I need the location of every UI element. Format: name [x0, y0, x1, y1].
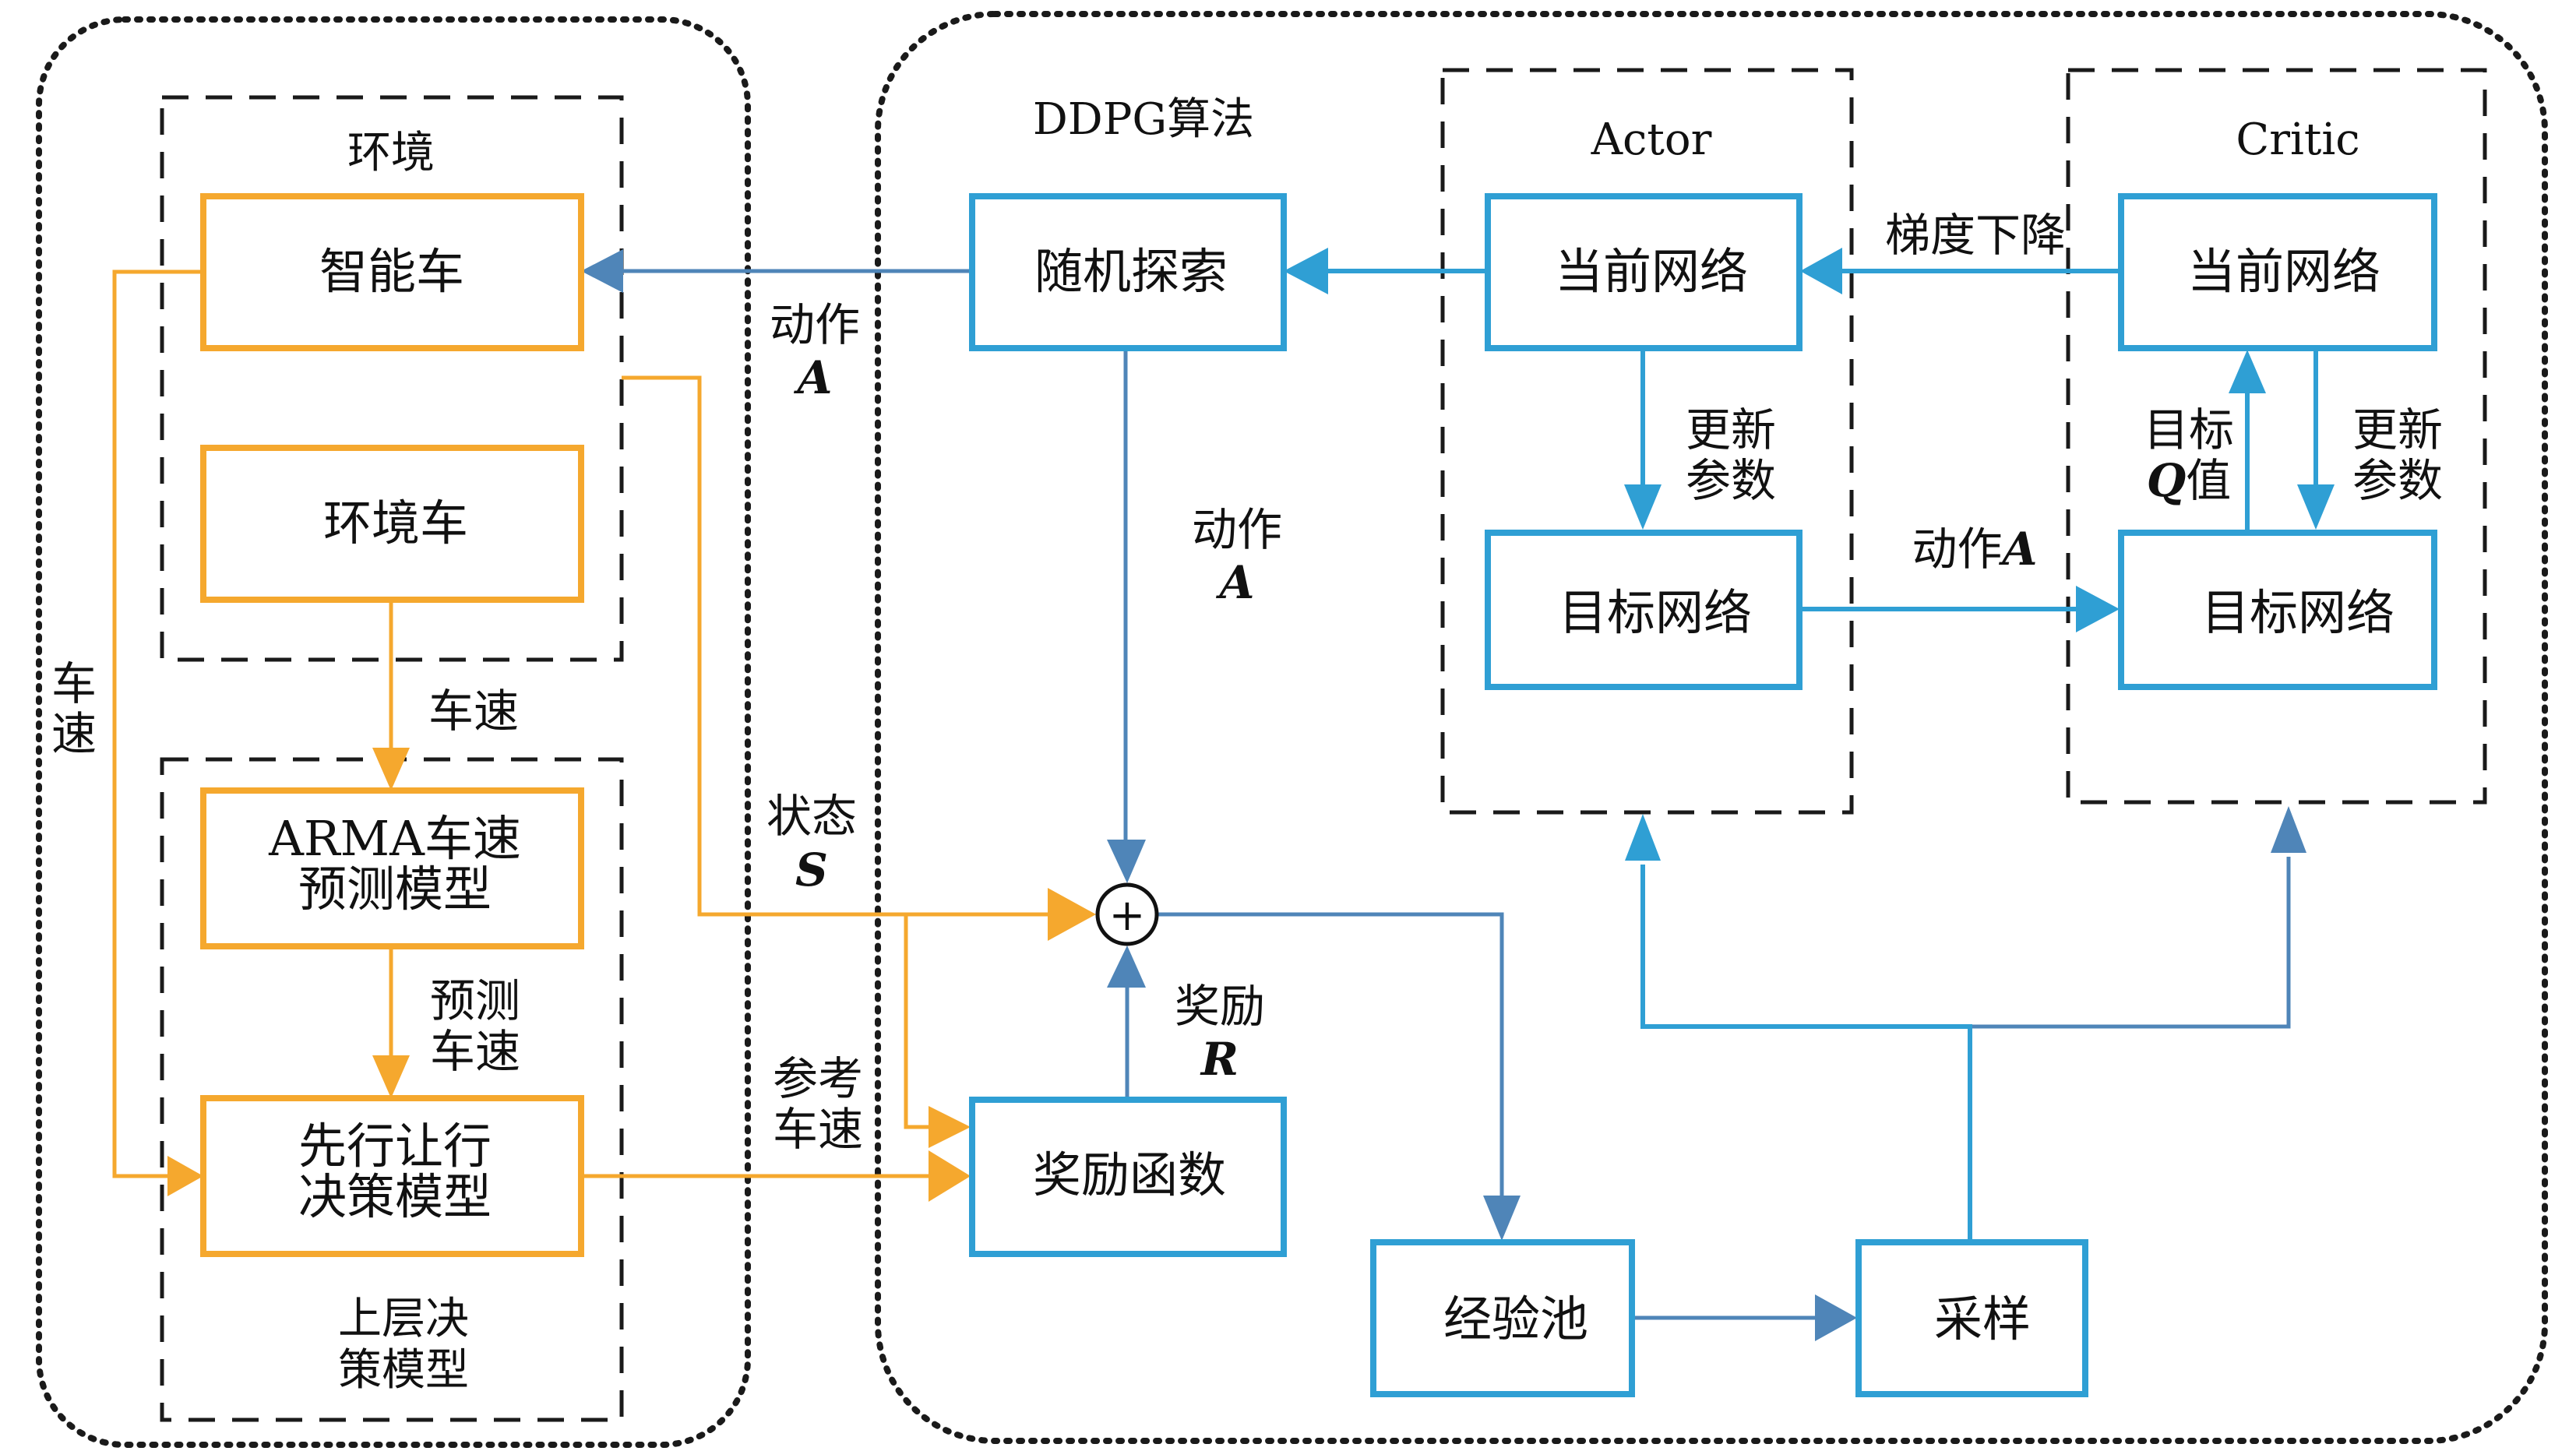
- steel-blue-connectors: [619, 269, 2291, 1320]
- reference-speed-label-2: 车速: [773, 1103, 863, 1156]
- critic-group: [2066, 68, 2487, 805]
- speed-label: 车速: [428, 685, 519, 738]
- reference-speed-label-1: 参考: [773, 1052, 863, 1105]
- action-label-left-var: A: [793, 351, 832, 404]
- arrowhead-into-pool: [1483, 1196, 1521, 1241]
- left-speed-label-1: 车: [51, 657, 97, 710]
- random-explore-label: 随机探索: [1034, 243, 1228, 300]
- actor-title: Actor: [1591, 114, 1712, 165]
- target-q-label-2: Q值: [2147, 454, 2232, 507]
- arrowhead-into-explore: [1284, 248, 1328, 294]
- env-car-label: 环境车: [323, 495, 468, 551]
- sampling-box[interactable]: [1855, 1239, 2088, 1397]
- left-speed-label-2: 速: [51, 707, 97, 760]
- arrowhead-into-arma: [372, 748, 410, 791]
- orange-connectors: [112, 269, 1048, 1178]
- critic-current-label: 当前网络: [2187, 243, 2380, 300]
- smart-car-box[interactable]: [200, 193, 584, 351]
- arrowhead-into-critic-target: [2076, 586, 2120, 632]
- critic-target-box[interactable]: [2118, 530, 2437, 690]
- replay-pool-box[interactable]: [1370, 1239, 1635, 1397]
- arrowhead-into-reward-bottom: [929, 1150, 971, 1202]
- arrowhead-into-actor-target: [1624, 484, 1662, 530]
- orange-arrowheads: [167, 748, 1096, 1202]
- sampling-label: 采样: [1934, 1291, 2031, 1347]
- actor-current-label: 当前网络: [1555, 243, 1748, 300]
- environment-group: [160, 95, 624, 662]
- reward-label: 奖励: [1175, 980, 1265, 1033]
- connector-sampling-to-actor: [1640, 865, 1972, 1247]
- arrowhead-into-smart-car: [581, 249, 623, 293]
- arrowhead-sum-bottom: [1107, 946, 1146, 988]
- action-label-right-var: A: [1999, 523, 2038, 576]
- arma-label-line1: ARMA车速: [268, 810, 521, 867]
- critic-update-label-1: 更新: [2352, 403, 2443, 456]
- actor-current-box[interactable]: [1485, 193, 1802, 351]
- action-label-right: 动作A: [1912, 523, 2037, 576]
- arrowhead-into-critic-current: [2229, 350, 2266, 393]
- action-label-mid-var: A: [1215, 556, 1254, 609]
- arrowhead-into-critic-group: [2271, 806, 2306, 853]
- arrowhead-into-actor-group: [1625, 814, 1661, 861]
- state-label-var: S: [795, 843, 828, 896]
- critic-current-box[interactable]: [2118, 193, 2437, 351]
- actor-target-box[interactable]: [1485, 530, 1802, 690]
- yield-label-line1: 先行让行: [298, 1118, 492, 1175]
- summing-junction-plus: +: [1109, 890, 1146, 941]
- connector-smart-car-speed: [112, 269, 203, 1178]
- arrowhead-into-sum: [1048, 888, 1096, 941]
- arma-box[interactable]: [200, 787, 584, 949]
- actor-update-label-1: 更新: [1686, 403, 1776, 456]
- gradient-descent-label: 梯度下降: [1885, 209, 2066, 262]
- connector-sampling-to-critic: [1970, 857, 2291, 1029]
- arrowhead-sum-top: [1107, 840, 1146, 883]
- arrowhead-into-sampling: [1815, 1294, 1857, 1341]
- action-label-right-text: 动作: [1912, 523, 2002, 576]
- action-label-left: 动作: [770, 298, 860, 351]
- replay-pool-label: 经验池: [1443, 1291, 1588, 1347]
- steel-blue-arrowheads: [581, 249, 2306, 1341]
- ddpg-title: DDPG算法: [1033, 94, 1254, 145]
- arrowhead-into-yield: [167, 1156, 203, 1196]
- env-car-box[interactable]: [200, 445, 584, 603]
- summing-junction: [1095, 882, 1159, 946]
- arrowhead-critic-update: [2297, 484, 2335, 530]
- left-module-frame: [36, 16, 751, 1448]
- reward-function-box[interactable]: [969, 1097, 1287, 1257]
- connector-state: [622, 375, 1048, 917]
- critic-title: Critic: [2236, 114, 2359, 165]
- reward-label-var: R: [1200, 1033, 1239, 1086]
- critic-target-label: 目标网络: [2201, 584, 2395, 641]
- arrowhead-into-actor-current: [1800, 248, 1842, 294]
- arma-label-line2: 预测模型: [298, 861, 492, 917]
- ddpg-module-frame: [875, 11, 2548, 1444]
- arrowhead-into-reward-top: [929, 1106, 971, 1148]
- smart-car-label: 智能车: [319, 243, 464, 300]
- yield-label-line2: 决策模型: [298, 1168, 492, 1225]
- blue-arrowheads: [1284, 248, 2335, 861]
- action-label-mid: 动作: [1192, 503, 1282, 556]
- yield-decision-box[interactable]: [200, 1095, 584, 1257]
- connector-sum-to-pool: [1158, 912, 1504, 1196]
- connector-state-to-reward: [904, 914, 931, 1129]
- actor-update-label-2: 参数: [1686, 454, 1776, 507]
- reward-function-label: 奖励函数: [1033, 1146, 1226, 1203]
- arrowhead-into-yield-top: [372, 1055, 410, 1098]
- target-q-suffix: 值: [2186, 454, 2231, 507]
- target-q-label-1: 目标: [2144, 403, 2234, 456]
- random-explore-box[interactable]: [969, 193, 1287, 351]
- target-q-var: Q: [2147, 454, 2187, 507]
- actor-group: [1440, 68, 1854, 815]
- blue-connectors: [1328, 269, 2318, 1247]
- upper-decision-title-line1: 上层决: [338, 1294, 469, 1344]
- critic-update-label-2: 参数: [2352, 454, 2443, 507]
- environment-group-title: 环境: [347, 128, 435, 178]
- state-label: 状态: [766, 790, 857, 843]
- upper-decision-title-line2: 策模型: [338, 1345, 469, 1396]
- predicted-speed-label-1: 预测: [430, 974, 520, 1027]
- predicted-speed-label-2: 车速: [430, 1025, 520, 1078]
- actor-target-label: 目标网络: [1559, 584, 1752, 641]
